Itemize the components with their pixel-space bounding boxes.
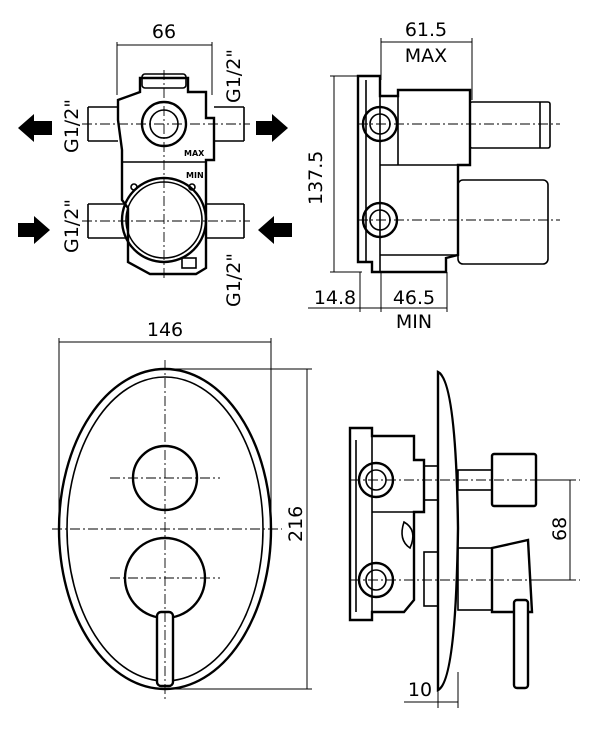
body-mark-min: MIN	[186, 171, 204, 180]
front-view-body: 66	[18, 21, 292, 307]
dim-outlet-spacing: 68	[549, 517, 571, 541]
body-mark-max: MAX	[184, 149, 205, 158]
side-view-assembly: 68 10	[348, 370, 580, 708]
dim-depth-min: 46.5	[393, 287, 435, 309]
dim-min-label: MIN	[396, 311, 432, 333]
front-view-plate: 146 216	[52, 319, 312, 700]
dim-plate-thickness: 10	[408, 679, 432, 701]
thread-top-right: G1/2"	[223, 49, 245, 103]
dim-side-depth-max: 61.5	[405, 19, 447, 41]
arrow-out-left-icon	[18, 114, 52, 142]
dim-body-height: 137.5	[305, 151, 327, 205]
thread-left-upper: G1/2"	[61, 99, 83, 153]
dim-offset-left: 14.8	[314, 287, 356, 309]
dim-plate-height: 216	[285, 506, 307, 542]
dim-plate-width: 146	[147, 319, 183, 341]
arrow-in-left-icon	[18, 216, 50, 244]
dim-top-width: 66	[152, 21, 176, 43]
arrow-in-right-icon	[258, 216, 292, 244]
arrow-out-right-icon	[256, 114, 288, 142]
side-view-body: 61.5 MAX 137.5 14.8 46.5 MIN	[305, 19, 560, 333]
thread-left-lower: G1/2"	[61, 199, 83, 253]
thread-bottom-right: G1/2"	[223, 253, 245, 307]
dim-max-label: MAX	[405, 45, 447, 67]
